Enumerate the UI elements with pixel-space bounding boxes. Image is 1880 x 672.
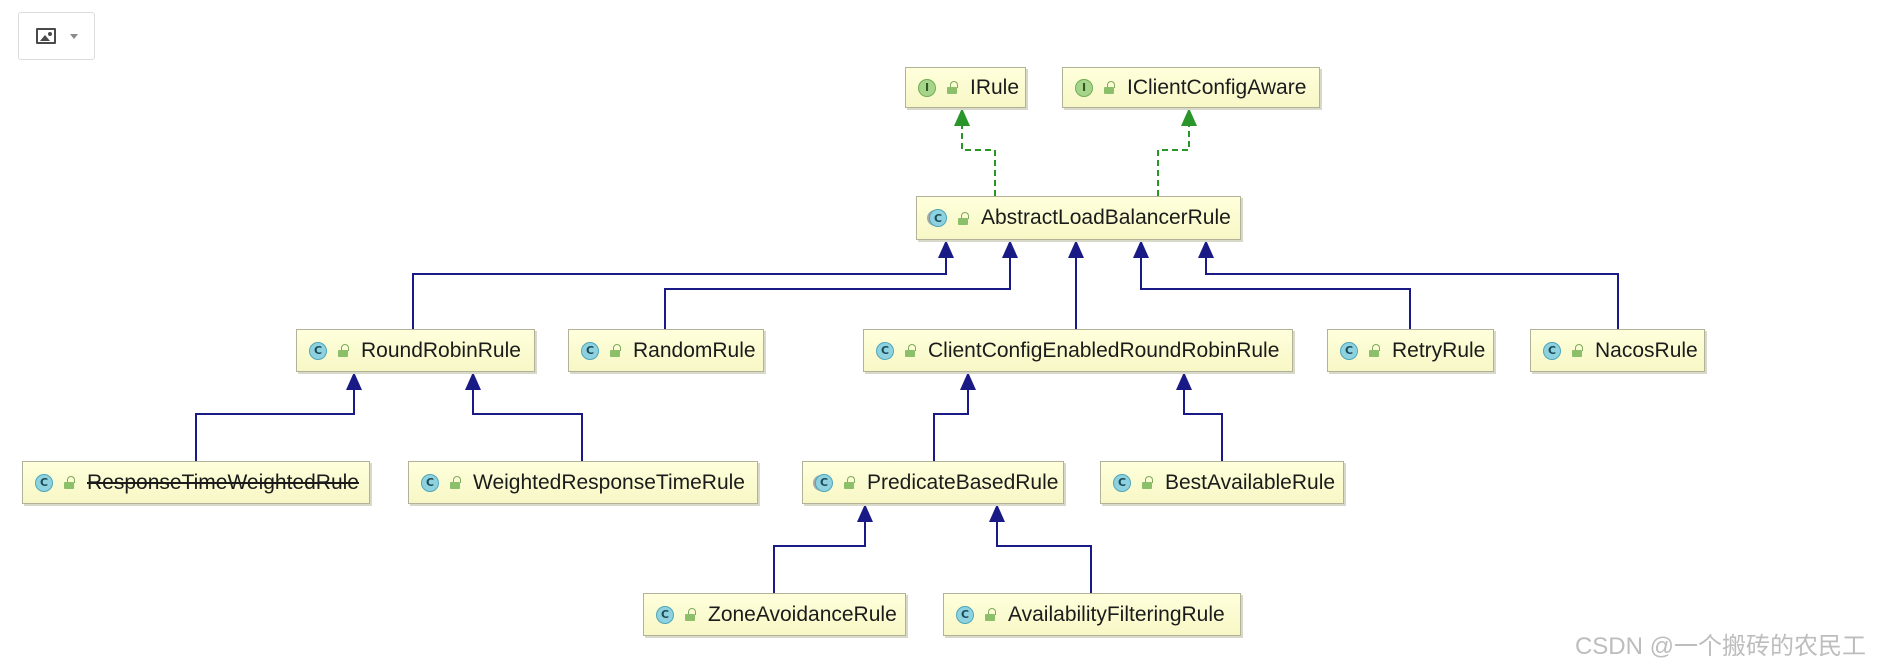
- watermark: CSDN @一个搬砖的农民工: [1574, 633, 1866, 660]
- node-label: IRule: [970, 75, 1020, 99]
- public-lock-icon: [450, 476, 461, 489]
- class-node-abstractloadbalancerrule[interactable]: C AbstractLoadBalancerRule: [916, 196, 1241, 240]
- class-node-randomrule[interactable]: C RandomRule: [568, 329, 764, 372]
- class-node-responsetimeweightedrule[interactable]: C ResponseTimeWeightedRule: [22, 461, 370, 504]
- arrowhead: [1133, 240, 1149, 258]
- node-label: RandomRule: [633, 338, 756, 362]
- public-lock-icon: [958, 211, 969, 225]
- extends-edge-bestavailablerule: [1176, 372, 1223, 461]
- public-lock-icon: [844, 476, 855, 489]
- class-node-zoneavoidancerule[interactable]: C ZoneAvoidanceRule: [643, 593, 906, 636]
- abstract-class-icon: C: [929, 209, 947, 227]
- class-icon: C: [956, 605, 974, 624]
- arrowhead: [1181, 108, 1197, 126]
- arrowhead: [960, 372, 976, 390]
- extends-edge-retryrule: [1133, 240, 1411, 329]
- image-menu-button[interactable]: [18, 12, 95, 60]
- interface-node-iclientconfigaware[interactable]: I IClientConfigAware: [1062, 67, 1320, 108]
- abstract-class-icon: C: [815, 473, 833, 492]
- public-lock-icon: [905, 344, 916, 357]
- arrowhead: [1068, 240, 1084, 258]
- extends-edge-zoneavoidancerule: [773, 504, 873, 593]
- public-lock-icon: [685, 608, 696, 621]
- arrowhead: [1198, 240, 1214, 258]
- node-label: RoundRobinRule: [361, 338, 521, 362]
- node-label: ClientConfigEnabledRoundRobinRule: [928, 338, 1280, 362]
- class-icon: C: [876, 341, 894, 360]
- arrowhead: [1176, 372, 1192, 390]
- public-lock-icon: [947, 81, 958, 94]
- node-label: RetryRule: [1392, 338, 1486, 362]
- extends-edge-nacosrule: [1198, 240, 1619, 329]
- extends-edge-weightedresponsetimerule: [465, 372, 583, 461]
- image-icon: [36, 28, 56, 44]
- class-icon: C: [1543, 341, 1561, 360]
- class-icon: C: [35, 473, 53, 492]
- interface-node-irule[interactable]: I IRule: [905, 67, 1026, 108]
- node-label: ZoneAvoidanceRule: [708, 602, 897, 626]
- class-icon: C: [581, 341, 599, 360]
- class-node-availabilityfilteringrule[interactable]: C AvailabilityFilteringRule: [943, 593, 1241, 636]
- class-icon: C: [1113, 473, 1131, 492]
- arrowhead: [989, 504, 1005, 522]
- public-lock-icon: [1142, 476, 1153, 489]
- arrowhead: [1002, 240, 1018, 258]
- extends-edge-predicatebasedrule: [933, 372, 976, 461]
- node-label: WeightedResponseTimeRule: [473, 470, 745, 494]
- class-node-retryrule[interactable]: C RetryRule: [1327, 329, 1494, 372]
- node-label: AvailabilityFilteringRule: [1008, 602, 1225, 626]
- class-icon: C: [1340, 341, 1358, 360]
- node-label: NacosRule: [1595, 338, 1698, 362]
- class-node-weightedresponsetimerule[interactable]: C WeightedResponseTimeRule: [408, 461, 758, 504]
- class-node-roundrobinrule[interactable]: C RoundRobinRule: [296, 329, 535, 372]
- node-label: PredicateBasedRule: [867, 470, 1059, 494]
- chevron-down-icon: [70, 33, 78, 39]
- public-lock-icon: [1572, 344, 1583, 357]
- class-icon: C: [309, 341, 327, 360]
- implements-edge-abstractloadbalancerrule-irule: [954, 108, 996, 196]
- class-icon: C: [421, 473, 439, 492]
- class-node-clientconfigenabledroundrobinrule[interactable]: C ClientConfigEnabledRoundRobinRule: [863, 329, 1293, 372]
- class-node-nacosrule[interactable]: C NacosRule: [1530, 329, 1705, 372]
- public-lock-icon: [985, 608, 996, 621]
- extends-edge-randomrule: [664, 240, 1018, 329]
- node-label: BestAvailableRule: [1165, 470, 1336, 494]
- public-lock-icon: [1104, 81, 1115, 94]
- arrowhead: [465, 372, 481, 390]
- extends-edge-roundrobinrule: [412, 240, 954, 329]
- interface-icon: I: [918, 78, 936, 97]
- public-lock-icon: [64, 476, 75, 489]
- class-icon: C: [656, 605, 674, 624]
- public-lock-icon: [610, 344, 621, 357]
- interface-icon: I: [1075, 78, 1093, 97]
- public-lock-icon: [1369, 344, 1380, 357]
- arrowhead: [954, 108, 970, 126]
- node-label: IClientConfigAware: [1127, 75, 1307, 99]
- arrowhead: [857, 504, 873, 522]
- implements-edge-abstractloadbalancerrule-iclientconfigaware: [1157, 108, 1197, 196]
- public-lock-icon: [338, 344, 349, 357]
- arrowhead: [346, 372, 362, 390]
- class-node-bestavailablerule[interactable]: C BestAvailableRule: [1100, 461, 1344, 504]
- node-label: AbstractLoadBalancerRule: [981, 206, 1231, 229]
- extends-edge-clientconfigenabledroundrobinrule: [1068, 240, 1084, 329]
- class-node-predicatebasedrule[interactable]: C PredicateBasedRule: [802, 461, 1064, 504]
- arrowhead: [938, 240, 954, 258]
- node-label: ResponseTimeWeightedRule: [87, 470, 359, 494]
- extends-edge-availabilityfilteringrule: [989, 504, 1092, 593]
- extends-edge-responsetimeweightedrule: [195, 372, 362, 461]
